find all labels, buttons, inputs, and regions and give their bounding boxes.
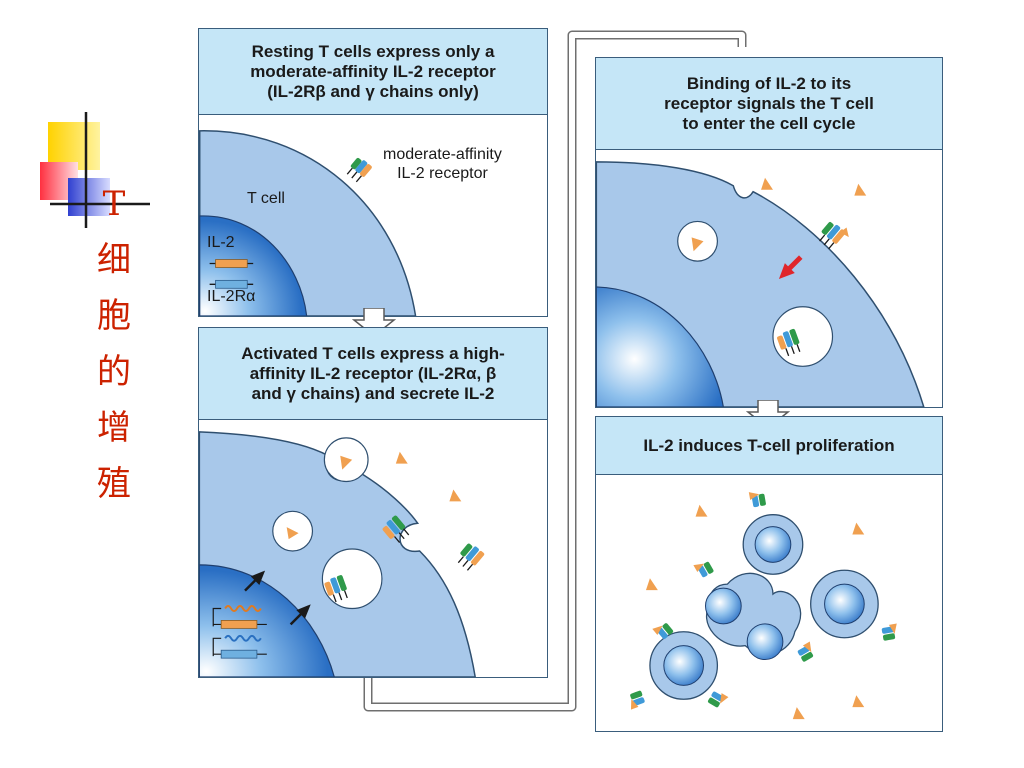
caption-line: affinity IL-2 receptor (IL-2Rα, β — [249, 363, 497, 383]
nucleus — [199, 564, 335, 677]
export-arrow — [244, 570, 311, 626]
panel-binding: Binding of IL-2 to its receptor signals … — [595, 57, 943, 408]
activated-cell-illustration — [199, 431, 485, 677]
side-title-char: 的 — [97, 352, 131, 392]
caption-line: to enter the cell cycle — [682, 113, 856, 133]
caption-line: moderate-affinity IL-2 receptor — [250, 61, 496, 81]
receptor-icon — [630, 690, 645, 710]
gene-il2ra — [209, 279, 254, 289]
receptor-icon — [881, 623, 897, 641]
panel-binding-body — [596, 150, 942, 407]
il2-molecule-icon — [852, 695, 865, 708]
receptor-icon — [324, 575, 348, 603]
flow-connector — [363, 30, 747, 712]
receptor-icon — [748, 492, 766, 508]
il2-molecule-icon — [645, 578, 658, 591]
nucleus — [596, 286, 724, 407]
receptor-icon — [819, 221, 849, 250]
caption-line: (IL-2Rβ and γ chains only) — [267, 81, 479, 101]
il2-molecule-icon — [449, 489, 462, 502]
il2-molecule-icon — [691, 237, 704, 252]
panel-activated: Activated T cells express a high- affini… — [198, 327, 548, 678]
panel-resting-caption: Resting T cells express only a moderate-… — [199, 29, 547, 115]
il2-molecule-icon — [792, 707, 805, 720]
proliferation-illustration — [630, 492, 897, 720]
label-moderate-receptor: moderate-affinity IL-2 receptor — [383, 145, 502, 183]
label-il2-gene: IL-2 — [207, 234, 235, 251]
side-title-char: 细 — [97, 240, 131, 280]
label-line: IL-2 receptor — [397, 165, 488, 182]
dividing-t-cell — [742, 514, 804, 575]
side-title-latin: T — [102, 184, 126, 224]
label-il2ra-gene: IL-2Rα — [207, 288, 256, 305]
side-title-char: 胞 — [97, 296, 131, 336]
panel-proliferation: IL-2 induces T-cell proliferation — [595, 416, 943, 732]
caption-line: Binding of IL-2 to its — [686, 73, 852, 93]
receptor-icon — [346, 157, 372, 183]
panel-activated-body — [199, 420, 547, 677]
caption-line: receptor signals the T cell — [664, 93, 874, 113]
caption-line: IL-2 induces T-cell proliferation — [643, 435, 895, 455]
il2-molecule-icon — [695, 504, 708, 517]
panel-proliferation-caption: IL-2 induces T-cell proliferation — [596, 417, 942, 475]
dividing-t-cell — [810, 569, 879, 639]
panel-resting: Resting T cells express only a moderate-… — [198, 28, 548, 317]
il2-molecule-icon — [761, 177, 773, 190]
receptor-vesicle — [321, 548, 383, 610]
il2-molecule-icon — [340, 455, 353, 470]
receptor-icon — [693, 561, 714, 578]
receptor-icon — [457, 543, 485, 571]
caption-line: and γ chains) and secrete IL-2 — [251, 383, 495, 403]
label-t-cell: T cell — [247, 190, 285, 207]
receptor-vesicle — [772, 306, 834, 367]
panel-resting-body: moderate-affinity IL-2 receptor T cell I… — [199, 115, 547, 316]
side-title: T 细 胞 的 增 殖 — [94, 186, 134, 512]
resting-cell-illustration — [199, 130, 417, 316]
receptor-icon — [797, 641, 814, 662]
panel-proliferation-body — [596, 475, 942, 731]
side-title-char: 殖 — [97, 464, 131, 504]
signal-arrow-icon — [778, 255, 803, 279]
dividing-t-cell — [705, 572, 802, 661]
panel-activated-caption: Activated T cells express a high- affini… — [199, 328, 547, 420]
il2-molecule-icon — [854, 183, 867, 196]
side-title-char: 增 — [97, 408, 131, 448]
transcription-il2ra — [212, 634, 267, 659]
label-line: moderate-affinity — [383, 146, 502, 163]
binding-cell-illustration — [596, 161, 925, 407]
il2-molecule-icon — [852, 522, 865, 535]
il2-molecule-icon — [286, 527, 299, 540]
nucleus — [199, 215, 308, 316]
caption-line: Resting T cells express only a — [251, 41, 495, 61]
receptor-icon — [707, 691, 729, 708]
slide-logo-decoration — [40, 112, 150, 228]
dividing-t-cell — [649, 631, 719, 700]
receptor-icon — [382, 515, 410, 543]
transcription-il2 — [212, 605, 267, 629]
receptor-icon — [652, 623, 674, 640]
receptor-icon — [777, 328, 801, 357]
panel-binding-caption: Binding of IL-2 to its receptor signals … — [596, 58, 942, 150]
gene-il2 — [209, 259, 254, 268]
caption-line: Activated T cells express a high- — [241, 343, 505, 363]
il2-molecule-icon — [395, 451, 408, 464]
